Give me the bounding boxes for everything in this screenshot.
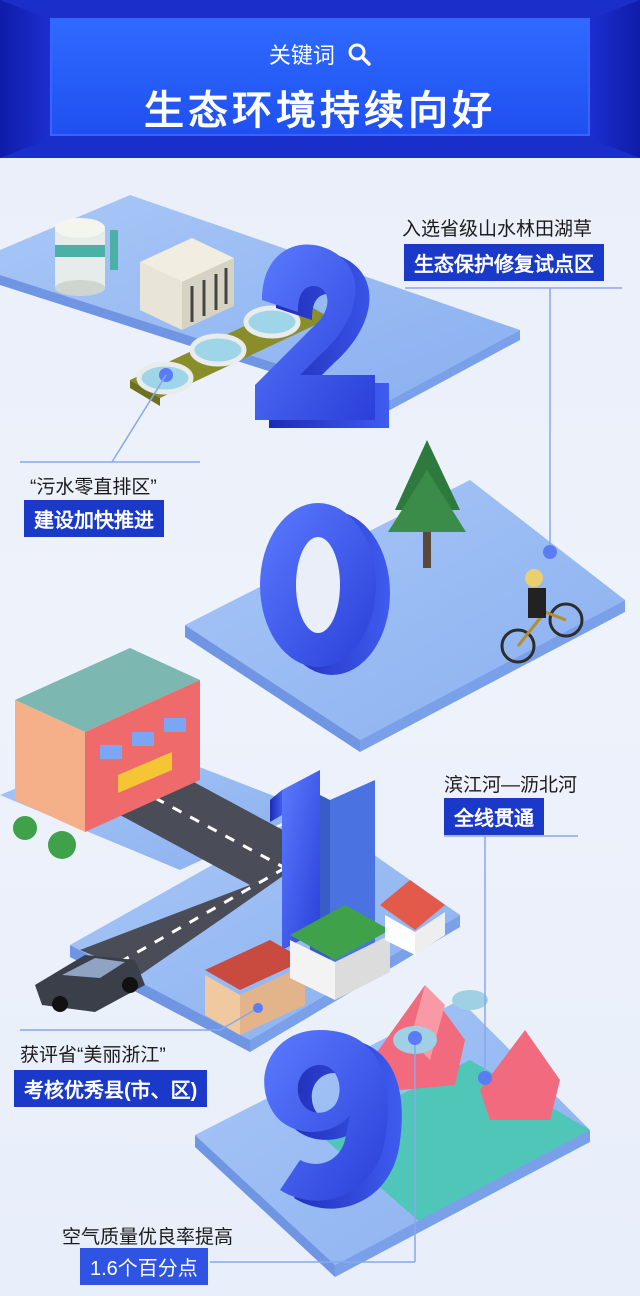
header-right-wedge xyxy=(590,0,640,158)
leader-lines xyxy=(20,287,622,1263)
keyword-label: 关键词 xyxy=(0,38,640,72)
caption-river-tag: 全线贯通 xyxy=(444,798,544,835)
clarifier-tray xyxy=(130,300,330,406)
digit-1: 1 xyxy=(270,770,320,950)
caption-eco-text: 入选省级山水林田湖草 xyxy=(402,219,593,240)
digit-0: 0 xyxy=(260,503,390,675)
caption-county-text: 获评省“美丽浙江” xyxy=(20,1045,166,1066)
office-building xyxy=(13,648,200,859)
caption-eco-tag: 生态保护修复试点区 xyxy=(404,244,604,281)
caption-sewage-tag: 建设加快推进 xyxy=(24,500,164,537)
digit-2: 2 xyxy=(255,244,389,428)
digit-9: 9 xyxy=(264,1030,402,1209)
car xyxy=(35,955,145,1012)
header-frame xyxy=(50,18,590,136)
caption-county-tag: 考核优秀县(市、区) xyxy=(14,1070,208,1107)
road xyxy=(80,780,320,975)
platform-forest xyxy=(185,480,625,752)
caption-air-text: 空气质量优良率提高 xyxy=(62,1227,234,1248)
water-tank xyxy=(55,218,118,296)
treatment-building xyxy=(140,238,234,330)
cyclist xyxy=(500,569,584,664)
header-left-wedge xyxy=(0,0,50,158)
search-icon xyxy=(347,42,371,72)
marker-dots xyxy=(253,545,557,1085)
keyword-text: 关键词 xyxy=(268,43,335,68)
caption-river-text: 滨江河—沥北河 xyxy=(444,775,578,796)
pine-tree xyxy=(388,440,466,568)
shop-buildings xyxy=(205,880,445,1035)
page-title: 生态环境持续向好 xyxy=(144,89,496,133)
header-banner: 关键词 生态环境持续向好 xyxy=(0,0,640,158)
caption-sewage-text: “污水零直排区” xyxy=(30,477,157,498)
caption-air-tag: 1.6个百分点 xyxy=(80,1248,208,1285)
